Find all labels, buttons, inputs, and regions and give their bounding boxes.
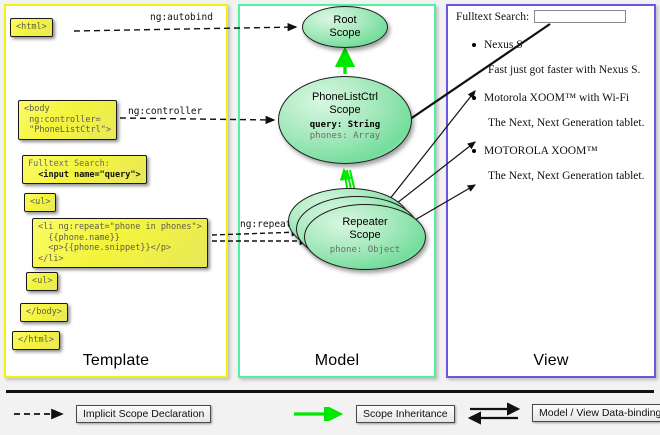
panel-template: Template (4, 4, 228, 378)
code-box-li-repeat: <li ng:repeat="phone in phones"> {{phone… (32, 218, 208, 268)
green-arrow-icon (294, 407, 344, 421)
scope-repeater: Repeater Scope phone: Object (304, 204, 426, 270)
legend-divider (6, 390, 654, 393)
legend-label-model-view-data-binding: Model / View Data-binding (532, 404, 660, 422)
list-item: Nexus S Fast just got faster with Nexus … (472, 39, 650, 76)
list-item: Motorola XOOM™ with Wi-Fi The Next, Next… (472, 92, 650, 129)
phone-name: MOTOROLA XOOM™ (484, 145, 598, 157)
legend-item-model-view-data-binding: Model / View Data-binding (466, 400, 660, 426)
panel-model-label: Model (314, 352, 360, 369)
bullet-icon (472, 96, 476, 100)
phone-name: Nexus S (484, 39, 523, 51)
scope-repeater-title-line2: Scope (349, 228, 381, 241)
edge-label-ng-autobind: ng:autobind (150, 12, 213, 23)
phone-name: Motorola XOOM™ with Wi-Fi (484, 92, 630, 104)
code-box-html-close: </html> (12, 331, 60, 350)
scope-root-title-line2: Scope (329, 26, 361, 39)
code-box-html-open: <html> (10, 18, 53, 37)
scope-root-title-line1: Root (333, 14, 357, 26)
panel-view-label: View (533, 352, 569, 369)
scope-root: Root Scope (302, 6, 388, 48)
code-box-fulltext-search: Fulltext Search: <input name="query"> (22, 155, 147, 184)
code-box-ul-open: <ul> (24, 193, 57, 212)
bullet-icon (472, 43, 476, 47)
edge-label-ng-controller: ng:controller (128, 106, 203, 117)
dashed-arrow-icon (14, 408, 64, 420)
code-box-ul-close: <ul> (26, 272, 59, 291)
code-box-body-close: </body> (20, 303, 68, 322)
bullet-icon (472, 149, 476, 153)
panel-template-label: Template (82, 352, 150, 369)
legend-label-implicit-scope-declaration: Implicit Scope Declaration (76, 405, 212, 423)
phone-snippet: The Next, Next Generation tablet. (488, 170, 645, 182)
legend-label-scope-inheritance: Scope Inheritance (356, 405, 455, 423)
phone-list: Nexus S Fast just got faster with Nexus … (452, 39, 650, 182)
scope-repeater-prop-phone: phone: Object (329, 245, 401, 255)
legend-item-scope-inheritance: Scope Inheritance (292, 405, 455, 423)
scope-repeater-title-line1: Repeater (342, 216, 388, 228)
scope-phonelistctrl-prop-query: query: String (309, 120, 381, 130)
legend: Implicit Scope Declaration Scope Inherit… (0, 398, 660, 434)
view-search-row: Fulltext Search: (456, 10, 650, 23)
fulltext-search-input[interactable] (534, 10, 627, 23)
edge-label-ng-repeat: ng:repeat (240, 219, 292, 230)
phone-snippet: The Next, Next Generation tablet. (488, 117, 645, 129)
view-search-label: Fulltext Search: (456, 10, 530, 23)
double-arrow-icon (467, 402, 521, 425)
view-content: Fulltext Search: Nexus S Fast just got f… (452, 10, 650, 182)
legend-item-implicit-scope-declaration: Implicit Scope Declaration (12, 405, 212, 423)
list-item: MOTOROLA XOOM™ The Next, Next Generation… (472, 145, 650, 182)
scope-phonelistctrl-title-line2: Scope (329, 103, 361, 116)
scope-phonelistctrl-prop-phones: phones: Array (309, 131, 381, 141)
phone-snippet: Fast just got faster with Nexus S. (488, 64, 641, 76)
scope-phonelistctrl-title-line1: PhoneListCtrl (311, 91, 379, 103)
scope-phonelistctrl: PhoneListCtrl Scope query: String phones… (278, 76, 412, 164)
code-box-body-open: <body ng:controller= "PhoneListCtrl"> (18, 100, 117, 140)
